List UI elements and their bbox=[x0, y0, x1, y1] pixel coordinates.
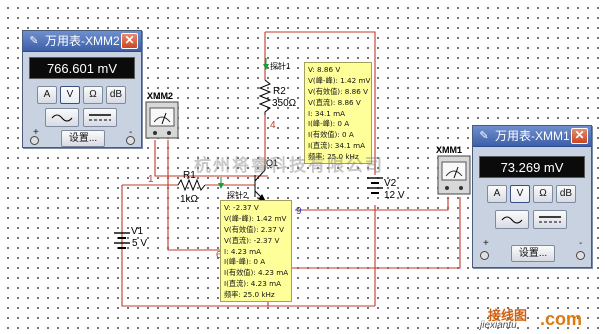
node-6-label: 6 bbox=[216, 250, 222, 261]
v1-value: 5 V bbox=[132, 238, 147, 249]
probe2-line: V(峰-峰): 1.42 mV bbox=[224, 213, 287, 223]
multimeter-icon: ✎ bbox=[29, 35, 39, 47]
probe2-line: I(直流): 4.23 mA bbox=[224, 279, 282, 289]
company-watermark: 杭州将睿科技有限公司 bbox=[194, 156, 384, 175]
probe1-marker[interactable] bbox=[263, 58, 269, 70]
probe1-readout: V: 8.86 V V(峰-峰): 1.42 mV V(有效值): 8.86 V… bbox=[304, 62, 372, 164]
r2-symbol bbox=[258, 79, 272, 115]
v2-name: V2 bbox=[384, 178, 397, 189]
ac-wave-icon bbox=[501, 216, 523, 224]
xmm2-close-button[interactable]: ✕ bbox=[121, 33, 138, 49]
v2-battery-symbol bbox=[367, 177, 383, 194]
xmm1-title: 万用表-XMM1 bbox=[495, 129, 570, 143]
xmm2-voltmeter-button[interactable]: V bbox=[60, 86, 80, 104]
wire-xmm1-plus bbox=[295, 197, 449, 211]
probe1-line: V: 8.86 V bbox=[308, 65, 341, 74]
multimeter-xmm2-window[interactable]: ✎ 万用表-XMM2 ✕ 766.601 mV A V Ω dB + - 设置.… bbox=[22, 30, 142, 148]
probe2-label: 探针2 bbox=[227, 190, 248, 200]
wire-xmm2-plus bbox=[154, 140, 268, 177]
xmm2-dc-button[interactable] bbox=[83, 108, 117, 127]
r2-value: 350Ω bbox=[272, 98, 297, 109]
ac-wave-icon bbox=[51, 114, 73, 122]
xmm1-reading-display: 73.269 mV bbox=[479, 156, 585, 178]
xmm2-ammeter-button[interactable]: A bbox=[37, 86, 57, 104]
xmm2-title: 万用表-XMM2 bbox=[45, 34, 120, 48]
xmm1-plus-label: + bbox=[483, 238, 489, 249]
xmm1-ammeter-button[interactable]: A bbox=[487, 185, 507, 203]
r1-name: R1 bbox=[183, 170, 196, 181]
probe1-line: V(峰-峰): 1.42 mV bbox=[308, 75, 371, 85]
xmm2-settings-button[interactable]: 设置... bbox=[61, 130, 105, 147]
probe1-line: V(有效值): 8.86 V bbox=[308, 86, 368, 96]
node-4-label: 4 bbox=[270, 120, 276, 131]
xmm2-reading-display: 766.601 mV bbox=[29, 57, 135, 79]
probe2-line: I: 4.23 mA bbox=[224, 246, 262, 256]
wire-bottom bbox=[121, 185, 375, 307]
probe1-line: I(直流): 34.1 mA bbox=[308, 141, 366, 151]
xmm1-settings-button[interactable]: 设置... bbox=[511, 245, 555, 262]
xmm1-ac-button[interactable] bbox=[495, 210, 529, 229]
xmm2-ac-button[interactable] bbox=[45, 108, 79, 127]
probe2-line: V(直流): -2.37 V bbox=[224, 235, 280, 245]
wire-top bbox=[265, 31, 376, 175]
probe1-line: V(直流): 8.86 V bbox=[308, 97, 361, 107]
probe2-marker[interactable] bbox=[218, 177, 224, 189]
dc-line-icon bbox=[89, 114, 111, 121]
xmm1-dc-button[interactable] bbox=[533, 210, 567, 229]
xmm2-instrument-icon[interactable] bbox=[145, 101, 179, 139]
site-url-text: jiexiantu bbox=[480, 320, 517, 331]
wire-xmm1-minus bbox=[268, 197, 461, 269]
v1-name: V1 bbox=[131, 226, 144, 237]
xmm2-plus-terminal[interactable] bbox=[30, 136, 39, 145]
xmm2-minus-terminal[interactable] bbox=[126, 136, 135, 145]
dc-line-icon bbox=[539, 216, 561, 223]
node-9-label: 9 bbox=[296, 206, 302, 217]
probe2-line: 频率: 25.0 kHz bbox=[224, 290, 275, 300]
probe2-line: V(有效值): 2.37 V bbox=[224, 224, 284, 234]
q1-name: Q1 bbox=[266, 158, 278, 168]
xmm1-titlebar[interactable]: ✎ 万用表-XMM1 ✕ bbox=[473, 126, 591, 147]
xmm1-ohmmeter-button[interactable]: Ω bbox=[533, 185, 553, 203]
site-logo-text: 接线图 bbox=[488, 308, 528, 323]
xmm2-minus-label: - bbox=[129, 127, 133, 138]
xmm2-icon-label: XMM2 bbox=[147, 91, 173, 101]
probe2-line: I(峰-峰): 0 A bbox=[224, 257, 266, 267]
probe2-line: I(有效值): 4.23 mA bbox=[224, 268, 289, 278]
r1-value: 1kΩ bbox=[180, 194, 199, 205]
xmm1-instrument-icon[interactable] bbox=[437, 155, 471, 195]
xmm1-minus-terminal[interactable] bbox=[576, 251, 585, 260]
probe1-line: 频率: 25.0 kHz bbox=[308, 152, 359, 162]
probe1-line: I: 34.1 mA bbox=[308, 108, 346, 118]
probe2-readout: V: -2.37 V V(峰-峰): 1.42 mV V(有效值): 2.37 … bbox=[220, 200, 292, 302]
xmm1-db-button[interactable]: dB bbox=[556, 185, 576, 203]
xmm2-plus-label: + bbox=[33, 127, 39, 138]
multimeter-icon: ✎ bbox=[479, 130, 489, 142]
site-com-text: .com bbox=[540, 309, 583, 329]
probe2-line: V: -2.37 V bbox=[224, 203, 259, 212]
xmm1-voltmeter-button[interactable]: V bbox=[510, 185, 530, 203]
v2-value: 12 V bbox=[384, 190, 405, 201]
xmm2-titlebar[interactable]: ✎ 万用表-XMM2 ✕ bbox=[23, 31, 141, 52]
multimeter-xmm1-window[interactable]: ✎ 万用表-XMM1 ✕ 73.269 mV A V Ω dB + - 设置..… bbox=[472, 125, 592, 268]
xmm1-icon-label: XMM1 bbox=[436, 145, 462, 155]
probe1-label: 探针1 bbox=[270, 61, 291, 71]
r1-symbol bbox=[177, 178, 206, 192]
xmm2-ohmmeter-button[interactable]: Ω bbox=[83, 86, 103, 104]
probe1-line: I(峰-峰): 0 A bbox=[308, 119, 350, 129]
probe1-line: I(有效值): 0 A bbox=[308, 130, 354, 140]
xmm1-close-button[interactable]: ✕ bbox=[571, 128, 588, 144]
v1-battery-symbol bbox=[114, 232, 130, 249]
r2-name: R2 bbox=[273, 86, 286, 97]
node-1-label: 1 bbox=[148, 174, 154, 185]
xmm2-db-button[interactable]: dB bbox=[106, 86, 126, 104]
xmm1-minus-label: - bbox=[579, 238, 583, 249]
wire-xmm2-minus bbox=[167, 140, 225, 251]
xmm1-plus-terminal[interactable] bbox=[480, 251, 489, 260]
